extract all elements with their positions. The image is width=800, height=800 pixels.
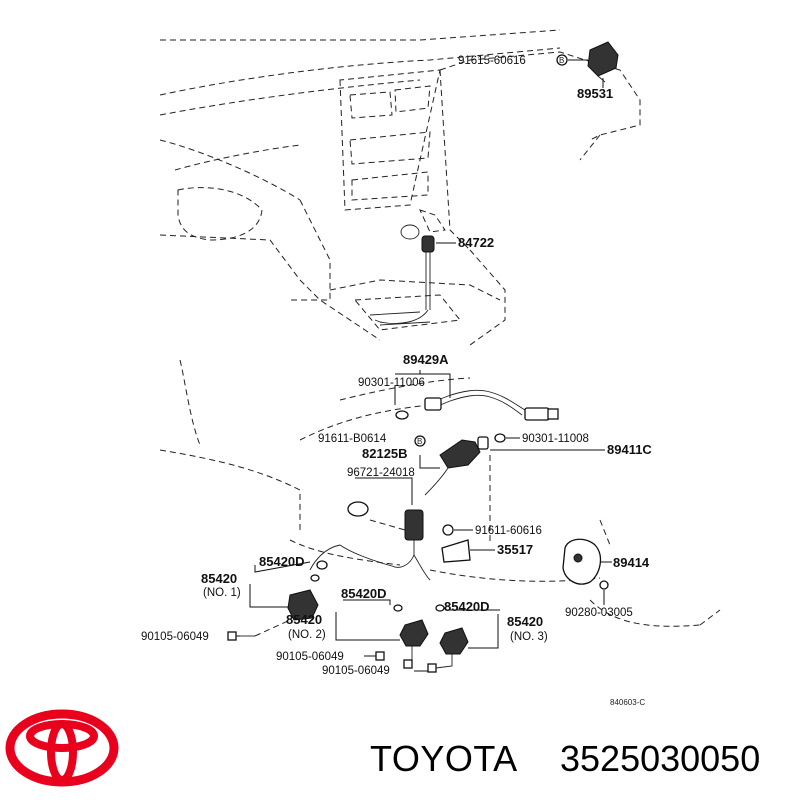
callout-90105-06049-b: 90105-06049 <box>276 651 344 663</box>
marker-b-2: B <box>417 437 422 446</box>
part-35517 <box>441 524 495 563</box>
part-89414 <box>562 538 612 605</box>
callout-89411C: 89411C <box>607 442 652 457</box>
part-96721-24018 <box>309 477 431 581</box>
part-85420-no3 <box>435 604 500 669</box>
diagram-reference-code: 840603-C <box>610 698 645 707</box>
callout-89531: 89531 <box>577 86 613 101</box>
callout-90105-06049-c: 90105-06049 <box>322 665 390 677</box>
callout-no2: (NO. 2) <box>288 629 326 641</box>
part-89411C: B <box>414 433 605 545</box>
callout-82125B: 82125B <box>362 446 408 461</box>
part-85420-no2 <box>335 599 437 673</box>
callout-90301-11008: 90301-11008 <box>522 433 589 445</box>
callout-91615-60616: 91615-60616 <box>458 55 526 67</box>
callout-89414: 89414 <box>613 555 650 570</box>
callout-90280-03005: 90280-03005 <box>565 607 633 619</box>
part-84722 <box>374 235 456 324</box>
callout-85420-no2-label: 85420 <box>286 612 322 627</box>
part-85420-no1 <box>227 560 328 641</box>
brand-footer <box>5 709 119 787</box>
callout-84722: 84722 <box>458 235 494 250</box>
part-89429A <box>394 370 559 421</box>
dashboard-outline <box>159 29 641 346</box>
callout-91611-60616: 91611-60616 <box>475 525 542 537</box>
callout-no3: (NO. 3) <box>510 631 548 643</box>
callout-89429A: 89429A <box>403 352 449 367</box>
brand-name: TOYOTA <box>370 738 518 779</box>
part-89531: B <box>556 41 619 88</box>
callout-no1: (NO. 1) <box>203 587 241 599</box>
callout-96721-24018: 96721-24018 <box>347 467 415 479</box>
marker-b: B <box>559 56 564 65</box>
callout-90301-11006: 90301-11006 <box>358 377 425 389</box>
callout-85420-no3-label: 85420 <box>507 614 543 629</box>
callout-85420D-1: 85420D <box>259 554 305 569</box>
callout-85420-no1-label: 85420 <box>201 571 237 586</box>
callout-85420D-3: 85420D <box>444 599 490 614</box>
body-outline <box>159 359 721 627</box>
callout-91611-B0614: 91611-B0614 <box>318 433 387 445</box>
callout-90105-06049-a: 90105-06049 <box>141 631 209 643</box>
callout-85420D-2: 85420D <box>341 586 387 601</box>
toyota-logo-icon <box>5 709 119 787</box>
callout-35517: 35517 <box>497 542 533 557</box>
part-number: 3525030050 <box>560 738 761 779</box>
